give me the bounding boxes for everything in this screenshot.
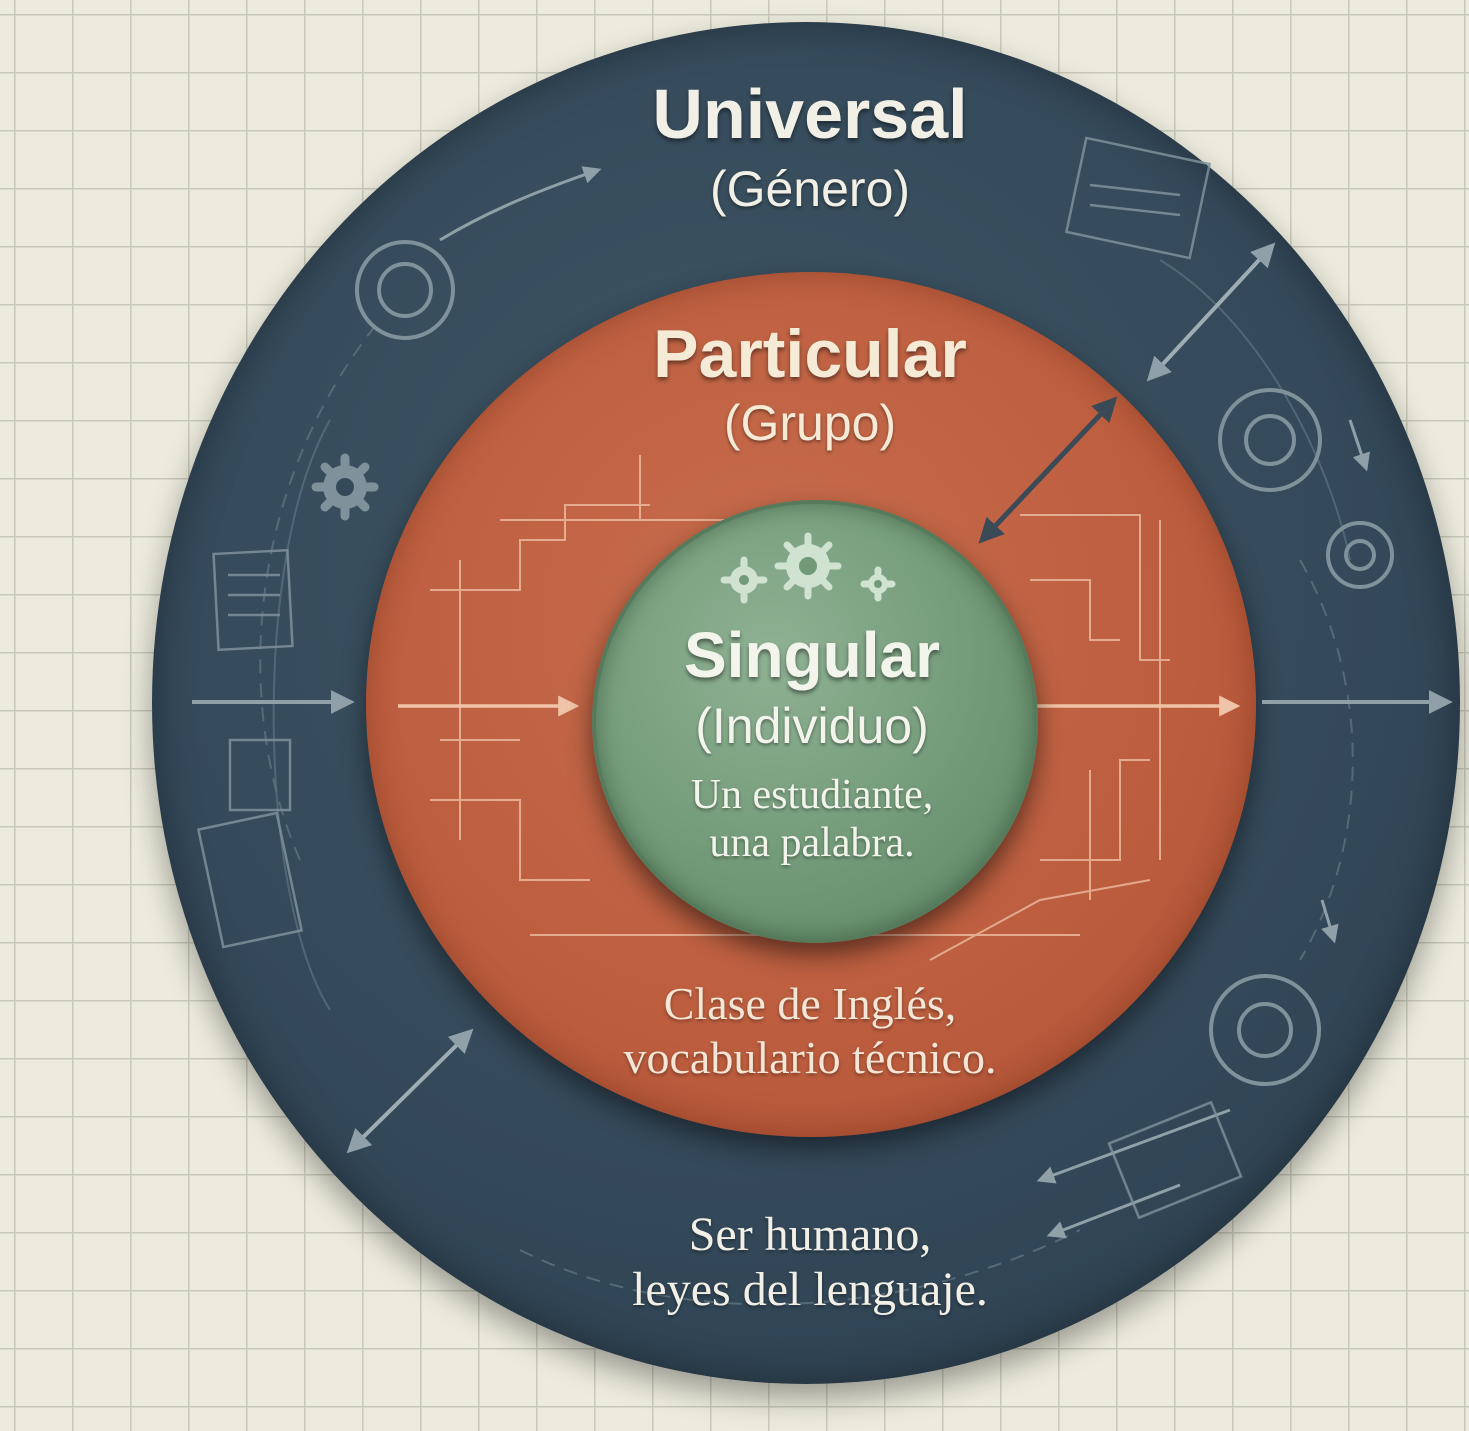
double-arrow-icon [346,242,1276,1154]
singular-example-line2: una palabra. [709,820,915,866]
inner-circle-singular [592,500,1038,943]
singular-example-line1: Un estudiante, [690,772,934,818]
singular-subtitle: (Individuo) [695,698,929,754]
singular-title: Singular [683,619,941,691]
arrow-icon [192,166,1453,714]
particular-example-line1: Clase de Inglés, [663,978,957,1029]
particular-example-line2: vocabulario técnico. [623,1032,997,1083]
universal-subtitle: (Género) [709,161,911,217]
particular-title: Particular [653,316,967,392]
universal-example-line1: Ser humano, [688,1208,932,1261]
blueprint-sketch [196,136,1243,1220]
universal-title: Universal [652,75,968,153]
universal-example-line2: leyes del lenguaje. [632,1263,988,1316]
gear-icon [355,240,1394,1086]
particular-subtitle: (Grupo) [723,395,897,451]
